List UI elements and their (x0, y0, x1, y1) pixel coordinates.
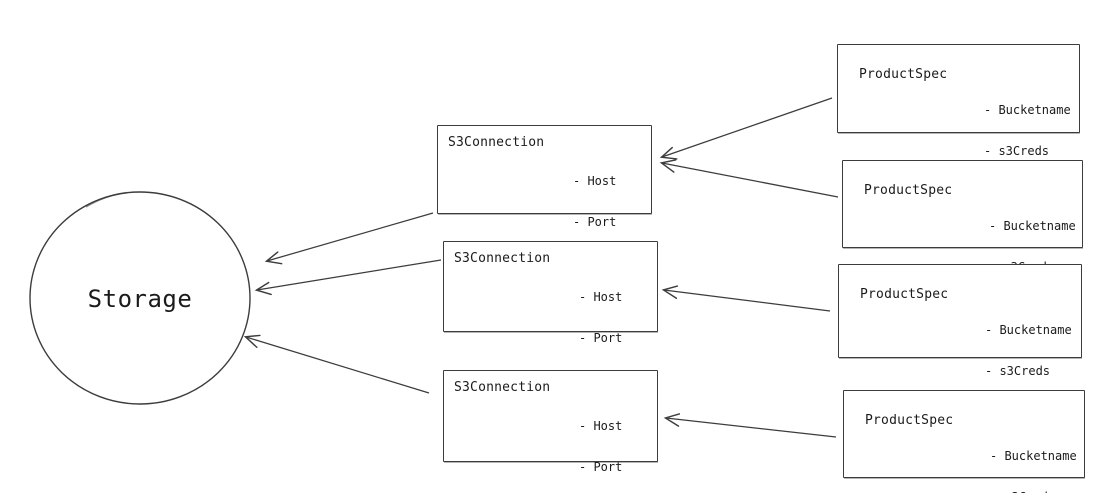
node-attributes: - Bucketname - s3Creds (990, 423, 1077, 493)
edge-productspec1-s3connection1 (659, 97, 833, 160)
edge-productspec2-s3connection1 (659, 159, 839, 198)
attribute-line: - Host (579, 290, 623, 304)
storage-node-label: Storage (87, 285, 193, 313)
node-title: S3Connection (454, 380, 551, 395)
edge-s3connection1-storage (264, 212, 434, 265)
attribute-line: - Bucketname (989, 219, 1076, 233)
productspec-node-1: ProductSpec - Bucketname - s3Creds (837, 44, 1080, 157)
attribute-line: - Port (579, 459, 623, 474)
node-title: ProductSpec (864, 183, 953, 198)
attribute-line: - s3Creds (984, 143, 1050, 158)
node-title: S3Connection (448, 135, 545, 150)
node-attributes: - Host - Port - TLS (579, 393, 622, 493)
edge-s3connection2-storage (254, 259, 442, 296)
node-title: ProductSpec (865, 413, 954, 428)
edge-s3connection3-storage (243, 334, 430, 394)
node-attributes: - Bucketname - s3Creds (985, 297, 1072, 405)
node-title: ProductSpec (860, 287, 949, 302)
attribute-line: - Host (573, 174, 617, 188)
node-attributes: - Bucketname - s3Creds (984, 77, 1071, 185)
attribute-line: - Port (579, 330, 623, 345)
productspec-node-3: ProductSpec - Bucketname - s3Creds (838, 264, 1082, 377)
productspec-node-4: ProductSpec - Bucketname - s3Creds (843, 390, 1085, 493)
node-title: S3Connection (454, 251, 551, 266)
productspec-node-2: ProductSpec - Bucketname - s3Creds (842, 160, 1083, 273)
attribute-line: - Bucketname (985, 323, 1072, 337)
node-title: ProductSpec (859, 67, 948, 82)
attribute-line: - Bucketname (984, 103, 1071, 117)
edge-productspec4-s3connection3 (663, 413, 837, 438)
attribute-line: - s3Creds (985, 363, 1051, 378)
attribute-line: - Bucketname (990, 449, 1077, 463)
s3connection-node-3: S3Connection - Host - Port - TLS (443, 370, 658, 473)
s3connection-node-2: S3Connection - Host - Port - TLS (443, 241, 658, 385)
storage-circle (29, 191, 251, 405)
s3connection-node-1: S3Connection - Host - Port - TLS (437, 125, 652, 269)
edge-productspec3-s3connection2 (661, 285, 831, 312)
attribute-line: - Port (573, 214, 617, 229)
attribute-line: - Host (579, 419, 623, 433)
attribute-line: - s3Creds (990, 490, 1077, 493)
